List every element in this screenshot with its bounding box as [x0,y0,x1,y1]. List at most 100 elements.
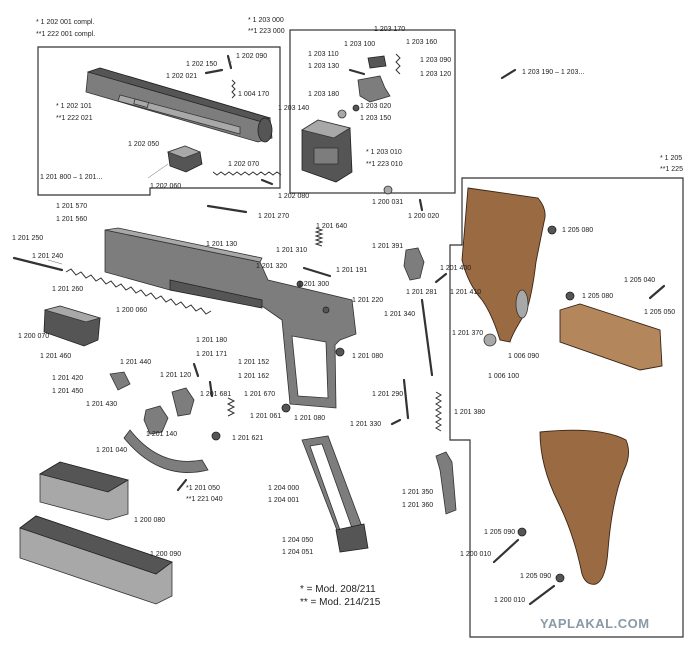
part-label: 1 201 250 [12,235,43,242]
part-label: **1 221 040 [186,496,223,503]
part-label: 1 201 130 [206,241,237,248]
part-label: 1 203 120 [420,71,451,78]
part-label: 1 201 380 [454,409,485,416]
sight-block-part [166,145,203,173]
part-label: 1 200 010 [494,597,525,604]
part-label: 1 200 020 [408,213,439,220]
trigger-pin-part [176,478,188,492]
grip-screw-part-c [528,584,556,606]
part-label: 1 202 080 [278,193,309,200]
plunger-part [302,266,332,278]
part-label: **1 223 010 [366,161,403,168]
slide-box-label-1: * 1 203 000 [248,17,284,24]
screw-part-a [418,198,424,212]
legend-line-2: ** = Mod. 214/215 [300,597,381,608]
grip-screw-part-a [648,284,666,300]
part-label: 1 006 090 [508,353,539,360]
part-label: 1 201 260 [52,286,83,293]
part-label: 1 204 001 [268,497,299,504]
part-label: 1 203 140 [278,105,309,112]
part-label: 1 004 170 [238,91,269,98]
grip-panels-box [449,177,684,638]
slide-spring-part [212,171,282,176]
mainspring-part [435,391,442,432]
barrel-rod-part [12,256,64,272]
part-label: 1 200 070 [18,333,49,340]
part-label: 1 200 031 [372,199,403,206]
part-label: 1 200 060 [116,307,147,314]
sight-spring-part [395,53,401,75]
part-label: 1 201 350 [402,489,433,496]
guide-rod-part [206,204,248,214]
part-label: 1 202 070 [228,161,259,168]
part-label: *1 201 050 [186,485,220,492]
barrel-weight-large-part [19,515,173,605]
rear-sight-box [289,29,456,194]
part-label: **1 222 021 [56,115,93,122]
part-label: 1 201 270 [258,213,289,220]
part-label: 1 203 020 [360,103,391,110]
barrel-spring-part [314,227,324,247]
part-label: 1 200 010 [460,551,491,558]
part-label: 1 203 170 [374,26,405,33]
part-label: 1 201 180 [196,337,227,344]
part-label: 1 202 150 [186,61,217,68]
part-label: 1 202 090 [236,53,267,60]
part-label: 1 203 100 [344,41,375,48]
spring-pin-part [204,68,224,75]
rod-part [260,178,274,186]
part-label: 1 201 621 [232,435,263,442]
grip-screw-part-b [492,538,520,564]
part-label: 1 201 560 [56,216,87,223]
grip-nut-part-b [555,573,565,583]
part-label: 1 205 080 [562,227,593,234]
legend-line-1: * = Mod. 208/211 [300,584,376,595]
nut-part [335,347,345,357]
pin-part-d [208,380,214,398]
part-label: 1 201 040 [96,447,127,454]
part-label: 1 201 080 [352,353,383,360]
part-label: 1 201 360 [402,502,433,509]
part-label: 1 201 281 [406,289,437,296]
part-label: 1 205 080 [582,293,613,300]
part-label: 1 200 090 [150,551,181,558]
sight-screw-part [348,68,366,76]
part-label: 1 201 460 [40,353,71,360]
part-label: 1 205 090 [484,529,515,536]
pin-part-b [390,418,402,426]
right-grip-panel-part [539,429,629,585]
part-label: 1 201 400 [440,265,471,272]
part-label: * 1 202 101 [56,103,92,110]
front-sight-screw-part [500,68,517,80]
part-label: 1 202 021 [166,73,197,80]
receiver-frame-part [104,227,357,409]
watermark: YAPLAKAL.COM [540,616,650,631]
part-label: 1 201 162 [238,373,269,380]
spring-part-c [226,397,236,417]
part-label: 1 201 430 [86,401,117,408]
sight-washer-part [337,109,347,119]
recoil-spring-part [65,268,212,315]
part-label: 1 203 180 [308,91,339,98]
part-label: 1 205 050 [644,309,675,316]
part-label: 1 202 060 [150,183,181,190]
part-label: 1 201 670 [244,391,275,398]
detent-part [383,185,393,195]
ball-part [211,431,221,441]
magazine-part [301,435,369,553]
hammer-part [143,387,195,435]
grips-label-2: **1 225 [660,166,683,173]
extractor-spring-part [231,79,236,99]
sear-part [109,371,131,391]
part-label: 1 201 570 [56,203,87,210]
part-label: 1 201 120 [160,372,191,379]
part-label: 1 201 370 [452,330,483,337]
part-label: 1 201 800 – 1 201... [40,174,102,181]
rear-sight-base-part [300,119,353,183]
part-label: 1 006 100 [488,373,519,380]
part-label: 1 201 300 [298,281,329,288]
part-label: 1 203 110 [308,51,339,58]
cover-part [43,305,102,347]
